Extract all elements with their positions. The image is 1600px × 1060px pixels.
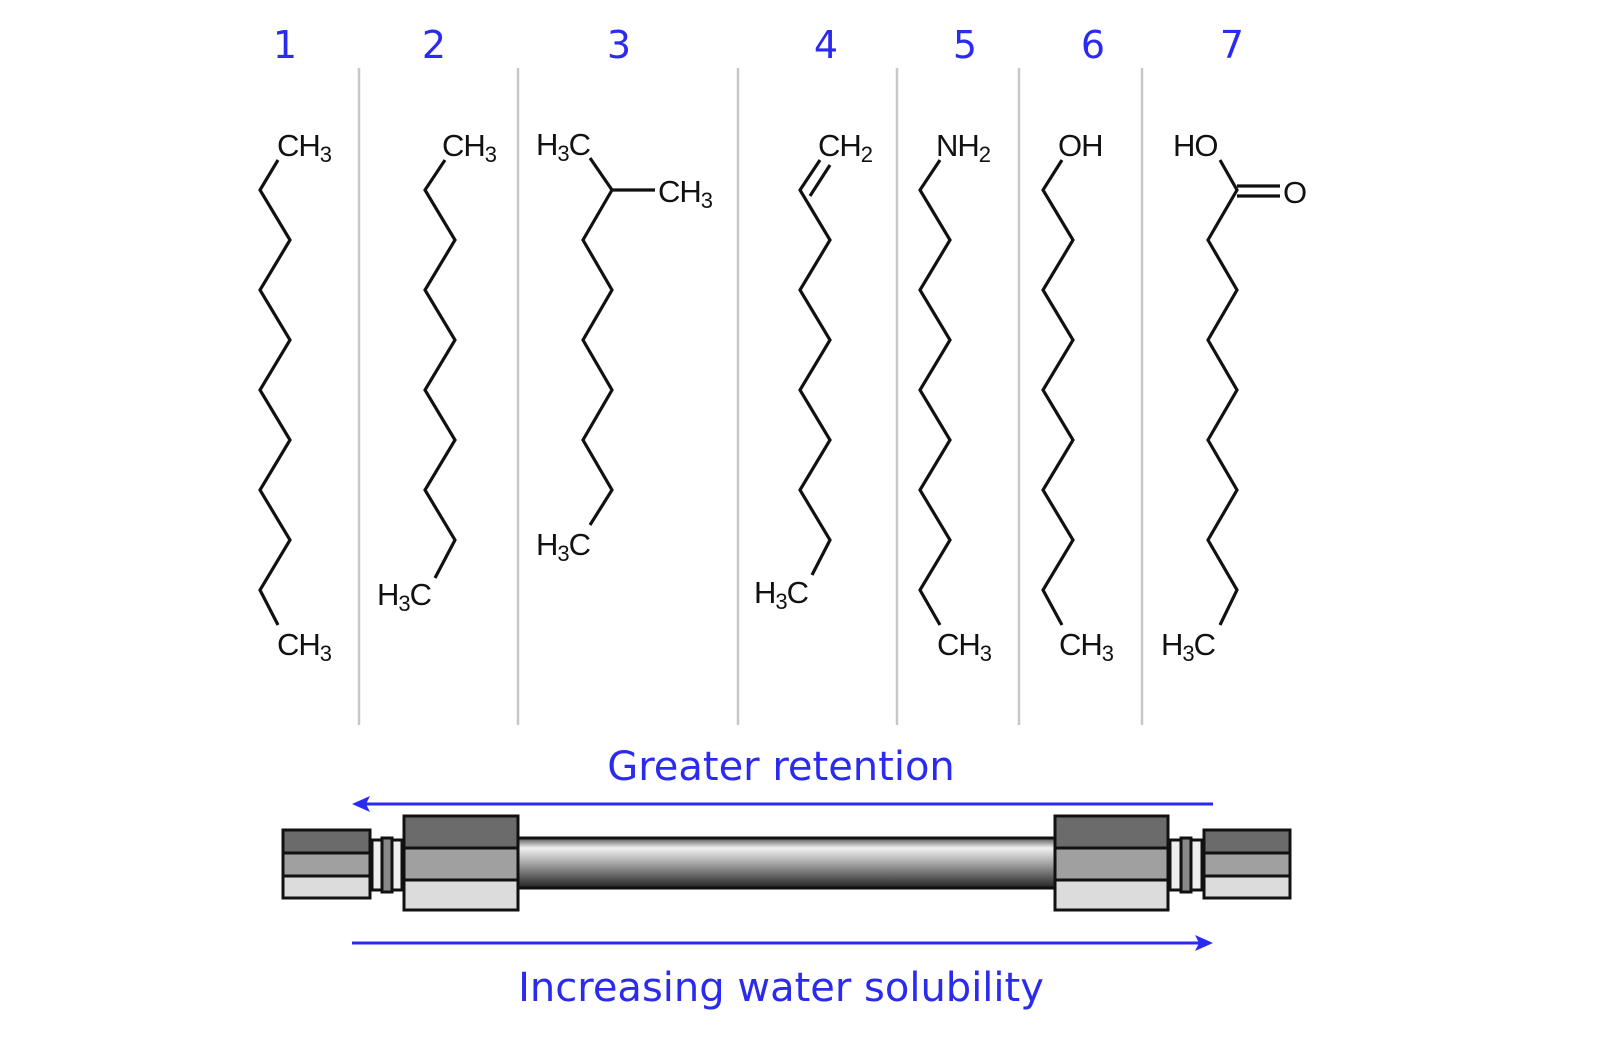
double-bond — [808, 164, 832, 197]
column-dividers — [357, 68, 1144, 725]
structure-2: CH3 H3C — [377, 128, 498, 616]
carbon-chain — [798, 159, 832, 576]
bottom-group-label: CH3 — [277, 627, 332, 666]
top-group-label: CH3 — [277, 128, 332, 167]
carbon-chain — [581, 157, 614, 526]
top-group-label: H3C — [536, 127, 591, 166]
bottom-group-label: H3C — [377, 577, 432, 616]
greater-retention-label: Greater retention — [607, 744, 955, 790]
compound-number-4: 4 — [814, 23, 838, 67]
top-group-label: OH — [1058, 128, 1103, 163]
branch-group-label: CH3 — [658, 174, 713, 213]
compound-number-7: 7 — [1220, 23, 1244, 67]
bottom-group-label: H3C — [536, 527, 591, 566]
compound-number-5: 5 — [953, 23, 977, 67]
structure-5: NH2 CH3 — [918, 128, 993, 666]
structure-6: OH CH3 — [1041, 128, 1115, 666]
carbon-chain — [918, 159, 952, 626]
branch-group-label: O — [1283, 175, 1306, 210]
carbon-chain — [423, 159, 457, 579]
top-group-label: HO — [1173, 128, 1218, 163]
structure-1: CH3 CH3 — [258, 128, 333, 666]
carbon-chain — [258, 159, 292, 626]
bottom-group-label: H3C — [754, 575, 809, 614]
hplc-column-icon — [281, 814, 1292, 912]
compound-number-3: 3 — [607, 23, 631, 67]
bottom-group-label: CH3 — [1059, 627, 1114, 666]
structure-4: CH2 H3C — [754, 128, 874, 614]
bottom-group-label: H3C — [1161, 627, 1216, 666]
left-arrow-icon — [352, 796, 1213, 812]
column-numbers: 1 2 3 4 5 6 7 — [273, 23, 1244, 67]
compound-number-2: 2 — [422, 23, 446, 67]
bottom-group-label: CH3 — [937, 627, 992, 666]
top-group-label: CH2 — [818, 128, 873, 167]
carbon-chain — [1041, 159, 1075, 626]
structure-7: HO O H3C — [1161, 128, 1307, 666]
compound-number-1: 1 — [273, 23, 297, 67]
top-group-label: NH2 — [936, 128, 991, 167]
increasing-water-solubility-label: Increasing water solubility — [518, 965, 1044, 1011]
structure-3: H3C CH3 H3C — [536, 127, 714, 566]
top-group-label: CH3 — [442, 128, 497, 167]
carbon-chain — [1206, 159, 1239, 626]
right-arrow-icon — [352, 935, 1213, 951]
compound-number-6: 6 — [1081, 23, 1105, 67]
